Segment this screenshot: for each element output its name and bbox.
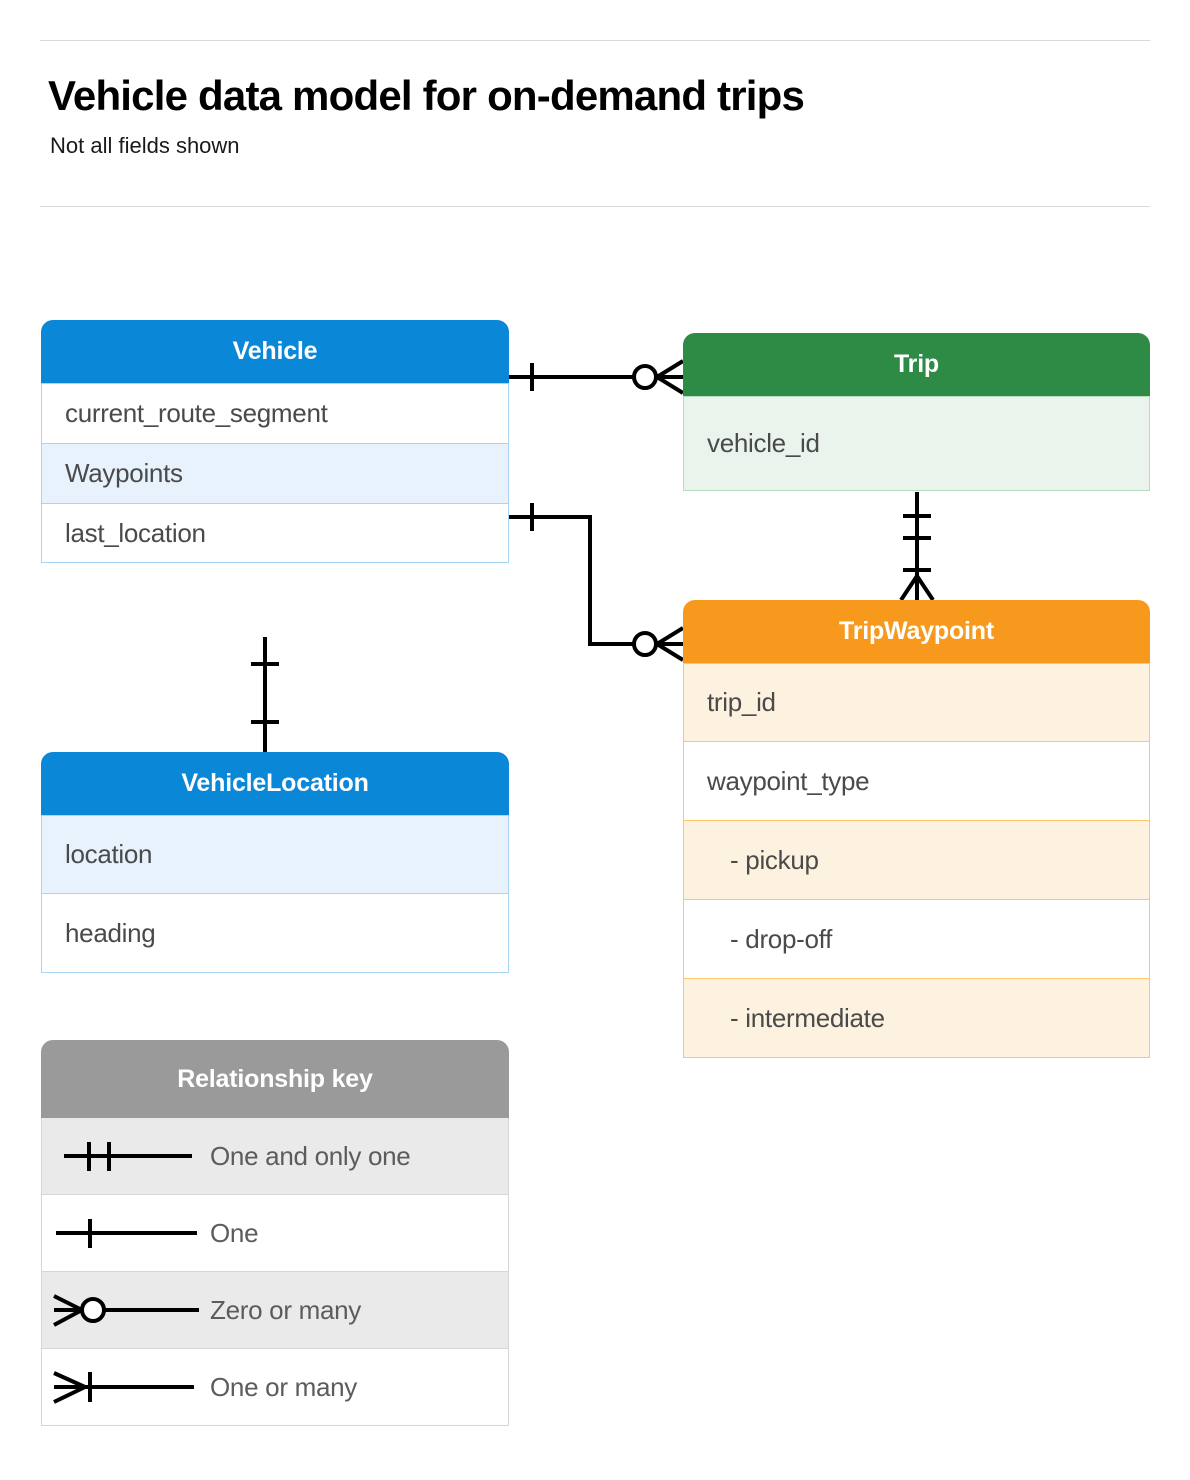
legend-row-one: One	[41, 1195, 509, 1272]
page-title: Vehicle data model for on-demand trips	[48, 72, 805, 119]
entity-trip-title: Trip	[683, 333, 1150, 396]
page-subtitle: Not all fields shown	[50, 133, 240, 158]
connector-vehicle-vehiclelocation	[251, 637, 279, 752]
connector-vehicle-trip	[508, 359, 685, 395]
legend-row-one-or-many: One or many	[41, 1349, 509, 1426]
field-waypoint-type-intermediate[interactable]: - intermediate	[683, 979, 1150, 1058]
legend-row-zero-or-many: Zero or many	[41, 1272, 509, 1349]
one-icon	[42, 1195, 210, 1272]
entity-trip-fields: vehicle_id	[683, 396, 1150, 491]
field-current-route-segment[interactable]: current_route_segment	[41, 383, 509, 444]
connector-waypoints-tripwaypoint	[508, 503, 685, 662]
field-location[interactable]: location	[41, 815, 509, 894]
field-waypoint-type[interactable]: waypoint_type	[683, 742, 1150, 821]
entity-tripwaypoint-title: TripWaypoint	[683, 600, 1150, 663]
legend-label-one: One	[210, 1217, 259, 1248]
one-or-many-icon	[42, 1349, 210, 1426]
connector-trip-tripwaypoint	[899, 492, 935, 602]
legend-label-one-or-many: One or many	[210, 1371, 357, 1402]
field-trip-id[interactable]: trip_id	[683, 663, 1150, 742]
header-divider-bottom	[40, 206, 1150, 207]
entity-vehicle-fields: current_route_segment Waypoints last_loc…	[41, 383, 509, 563]
entity-vehiclelocation-title: VehicleLocation	[41, 752, 509, 815]
entity-vehiclelocation-fields: location heading	[41, 815, 509, 973]
entity-vehicle[interactable]: Vehicle current_route_segment Waypoints …	[41, 320, 509, 563]
field-last-location[interactable]: last_location	[41, 504, 509, 563]
field-waypoint-type-dropoff[interactable]: - drop-off	[683, 900, 1150, 979]
field-waypoints[interactable]: Waypoints	[41, 444, 509, 504]
legend-label-zero-or-many: Zero or many	[210, 1294, 362, 1325]
relationship-key-title: Relationship key	[41, 1040, 509, 1118]
zero-or-many-icon	[42, 1272, 210, 1349]
entity-tripwaypoint[interactable]: TripWaypoint trip_id waypoint_type - pic…	[683, 600, 1150, 1058]
field-waypoint-type-pickup[interactable]: - pickup	[683, 821, 1150, 900]
entity-vehicle-title: Vehicle	[41, 320, 509, 383]
field-heading[interactable]: heading	[41, 894, 509, 973]
header-divider-top	[40, 40, 1150, 41]
legend-row-one-and-only-one: One and only one	[41, 1118, 509, 1195]
entity-trip[interactable]: Trip vehicle_id	[683, 333, 1150, 491]
legend-label-one-and-only-one: One and only one	[210, 1140, 411, 1171]
relationship-key-panel: Relationship key One and only one	[41, 1040, 509, 1426]
entity-tripwaypoint-fields: trip_id waypoint_type - pickup - drop-of…	[683, 663, 1150, 1058]
entity-vehiclelocation[interactable]: VehicleLocation location heading	[41, 752, 509, 973]
field-vehicle-id[interactable]: vehicle_id	[683, 396, 1150, 491]
one-and-only-one-icon	[42, 1118, 210, 1195]
